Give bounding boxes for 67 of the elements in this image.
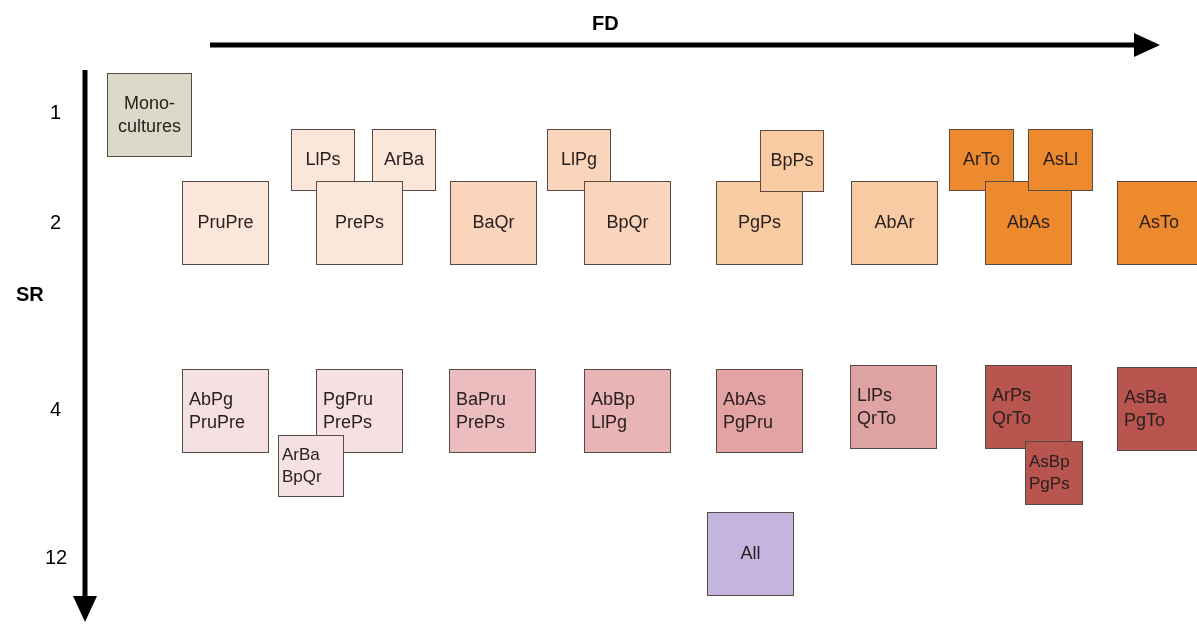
- species-code: All: [740, 542, 761, 566]
- species-combination-box: [716, 369, 803, 453]
- axis-tick-label: 2: [50, 211, 62, 234]
- species-combination-box: [850, 365, 937, 449]
- species-combination-box: [278, 435, 344, 497]
- species-code: LlPs: [305, 148, 341, 172]
- species-code: BpQr: [282, 466, 322, 488]
- species-combination-box: [316, 181, 403, 265]
- axis-tick-label: 12: [45, 546, 68, 569]
- species-code: BpPs: [770, 149, 814, 173]
- species-combination-box: [449, 369, 536, 453]
- species-combination-box: [1028, 129, 1093, 191]
- species-combination-box: [949, 129, 1014, 191]
- species-code: AbAs: [1007, 211, 1050, 235]
- species-code: PrePs: [456, 411, 506, 434]
- species-combination-box: [851, 181, 938, 265]
- species-combination-box: [985, 181, 1072, 265]
- species-combination-box: [372, 129, 436, 191]
- species-code: LlPs: [857, 383, 892, 407]
- species-code: AbAr: [874, 211, 915, 235]
- species-combination-box: [716, 181, 803, 265]
- species-code: ArBa: [282, 443, 320, 466]
- species-code: Mono-cultures: [117, 91, 182, 138]
- species-code: BaPru: [456, 387, 507, 411]
- species-code: ArTo: [963, 148, 1000, 172]
- species-code: PgPru: [323, 387, 374, 411]
- species-combination-box: [1117, 367, 1197, 451]
- species-combination-box: [182, 181, 269, 265]
- species-combination-box: [584, 369, 671, 453]
- species-combination-box: [707, 512, 794, 596]
- species-code: PrePs: [335, 211, 384, 235]
- species-combination-box: [547, 129, 611, 191]
- species-code: BpQr: [606, 211, 649, 235]
- species-code: QrTo: [992, 407, 1031, 430]
- species-code: PruPre: [197, 211, 254, 235]
- species-code: PgTo: [1124, 409, 1166, 432]
- species-combination-box: [182, 369, 269, 453]
- species-combination-box: [985, 365, 1072, 449]
- species-combination-box: [107, 73, 192, 157]
- species-code: AbAs: [723, 387, 767, 411]
- species-code: AsTo: [1139, 211, 1179, 235]
- axis-title: FD: [592, 12, 619, 35]
- species-code: LlPg: [561, 148, 597, 172]
- species-combination-box: [760, 130, 824, 192]
- axis-title: SR: [16, 283, 44, 306]
- species-code: AsBa: [1124, 385, 1168, 409]
- species-combination-box: [291, 129, 355, 191]
- species-code: PruPre: [189, 411, 246, 434]
- species-code: QrTo: [857, 407, 896, 430]
- species-code: BaQr: [472, 211, 515, 235]
- species-code: LlPg: [591, 411, 628, 434]
- species-code: ArBa: [384, 148, 424, 172]
- species-combination-box: [1025, 441, 1083, 505]
- species-combination-box: [584, 181, 671, 265]
- species-code: AbPg: [189, 387, 234, 411]
- species-code: PgPru: [723, 411, 774, 434]
- axis-tick-label: 1: [50, 101, 62, 124]
- species-code: AsBp: [1029, 450, 1070, 473]
- species-code: ArPs: [992, 383, 1031, 407]
- species-code: PrePs: [323, 411, 373, 434]
- species-code: AbBp: [591, 387, 636, 411]
- species-code: AsLl: [1043, 148, 1078, 172]
- species-combination-box: [450, 181, 537, 265]
- species-combination-box: [1117, 181, 1197, 265]
- axis-tick-label: 4: [50, 398, 62, 421]
- species-code: PgPs: [738, 211, 781, 235]
- species-code: PgPs: [1029, 473, 1070, 495]
